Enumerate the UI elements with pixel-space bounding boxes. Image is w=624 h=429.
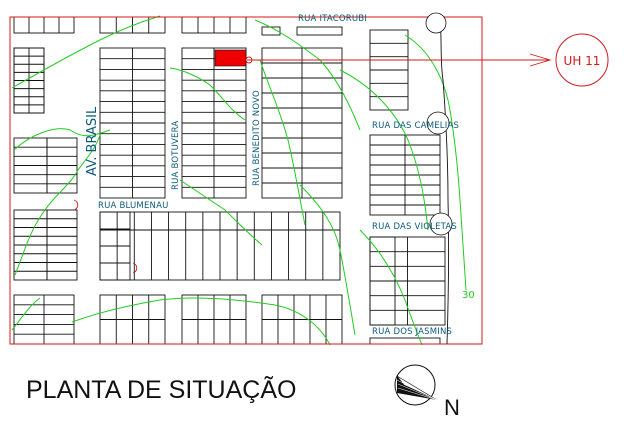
- cul-de-sac: [425, 12, 447, 34]
- contour-line: [169, 67, 246, 121]
- street-label-botuvera: RUA BOTUVERA: [171, 121, 181, 190]
- cul-de-sac: [429, 212, 453, 236]
- contour-line: [404, 34, 467, 291]
- contour-line: [11, 297, 41, 331]
- marker: [73, 199, 79, 211]
- contour-line: [254, 19, 361, 131]
- street-label-camelias: RUA DAS CAMELIAS: [372, 121, 459, 131]
- site-border: [9, 16, 483, 345]
- street-label-benedito-novo: RUA BENEDITO NOVO: [252, 90, 262, 186]
- unit-tag-circle: [555, 33, 609, 87]
- city-block: [296, 26, 343, 36]
- contour-line: [299, 184, 356, 336]
- city-block: [369, 236, 396, 326]
- street-label-brasil: AV. BRASIL: [85, 106, 100, 176]
- unit-tag: UH 11: [564, 54, 601, 68]
- eastern-road-edge: [439, 16, 450, 345]
- city-block: [369, 337, 441, 345]
- contour-line: [179, 179, 263, 246]
- contour-line: [359, 229, 423, 346]
- contour-line: [11, 15, 161, 89]
- contour-line: [259, 59, 306, 226]
- street-label-itacorubi: RUA ITACORUBI: [298, 14, 367, 24]
- page-title: PLANTA DE SITUAÇÃO: [26, 375, 296, 404]
- city-blocks: [13, 16, 446, 345]
- street-label-blumenau: RUA BLUMENAU: [98, 201, 169, 211]
- cul-de-sac: [426, 111, 450, 135]
- contour-line: [71, 297, 331, 346]
- north-arrow-icon: [394, 364, 438, 406]
- contour-line: [14, 134, 101, 276]
- street-label-jasmins: RUA DOS JASMINS: [372, 327, 452, 337]
- north-label: N: [444, 395, 460, 420]
- leader-arrow: [529, 53, 552, 67]
- highlighted-lot: [214, 49, 247, 67]
- street-label-violetas: RUA DAS VIOLETAS: [372, 222, 457, 232]
- contour-elevation-label: 30: [462, 290, 475, 301]
- contour-line: [339, 69, 429, 231]
- leader-anchor: [245, 56, 253, 64]
- marker: [132, 262, 138, 274]
- contour-line: [13, 128, 111, 151]
